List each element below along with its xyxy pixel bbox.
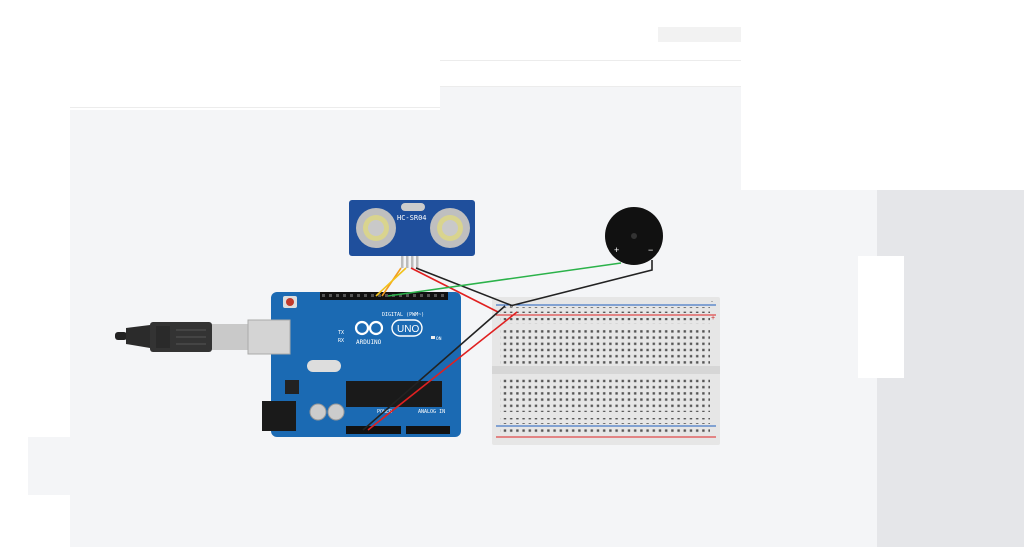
toolbar-strip (440, 87, 741, 111)
on-label: ON (436, 336, 442, 342)
header-blank-area (741, 0, 1024, 190)
rx-label: RX (338, 338, 344, 344)
toolbar-placeholder (658, 27, 741, 42)
sensor-model-label: HC-SR04 (397, 214, 427, 222)
uno-label: UNO (397, 324, 419, 335)
hc-sr04-sensor[interactable]: HC-SR04 (349, 200, 475, 268)
power-label: POWER (377, 409, 393, 415)
digital-label: DIGITAL (PWM~) (382, 312, 424, 318)
usb-cable[interactable] (115, 322, 248, 352)
toolbar-divider-left (70, 107, 440, 108)
reset-button[interactable] (286, 298, 294, 306)
breadboard[interactable]: - + (492, 297, 720, 445)
rail-minus-label: - (711, 299, 713, 305)
tx-label: TX (338, 330, 344, 336)
toolbar-divider (440, 86, 741, 87)
arduino-logo-icon (354, 320, 384, 336)
arduino-uno-board[interactable]: DIGITAL (PWM~) TX RX ARDUINO UNO ON POWE… (247, 292, 461, 437)
piezo-buzzer[interactable]: + − (605, 207, 663, 265)
buzzer-plus-label: + (614, 245, 619, 255)
header-divider (440, 60, 741, 61)
rail-plus-label: + (711, 315, 715, 322)
workplane-extension (28, 437, 98, 495)
buzzer-minus-label: − (648, 245, 653, 255)
component-card[interactable] (858, 256, 904, 378)
arduino-brand: ARDUINO (356, 339, 382, 346)
wires[interactable] (362, 260, 653, 431)
analog-label: ANALOG IN (418, 409, 445, 415)
